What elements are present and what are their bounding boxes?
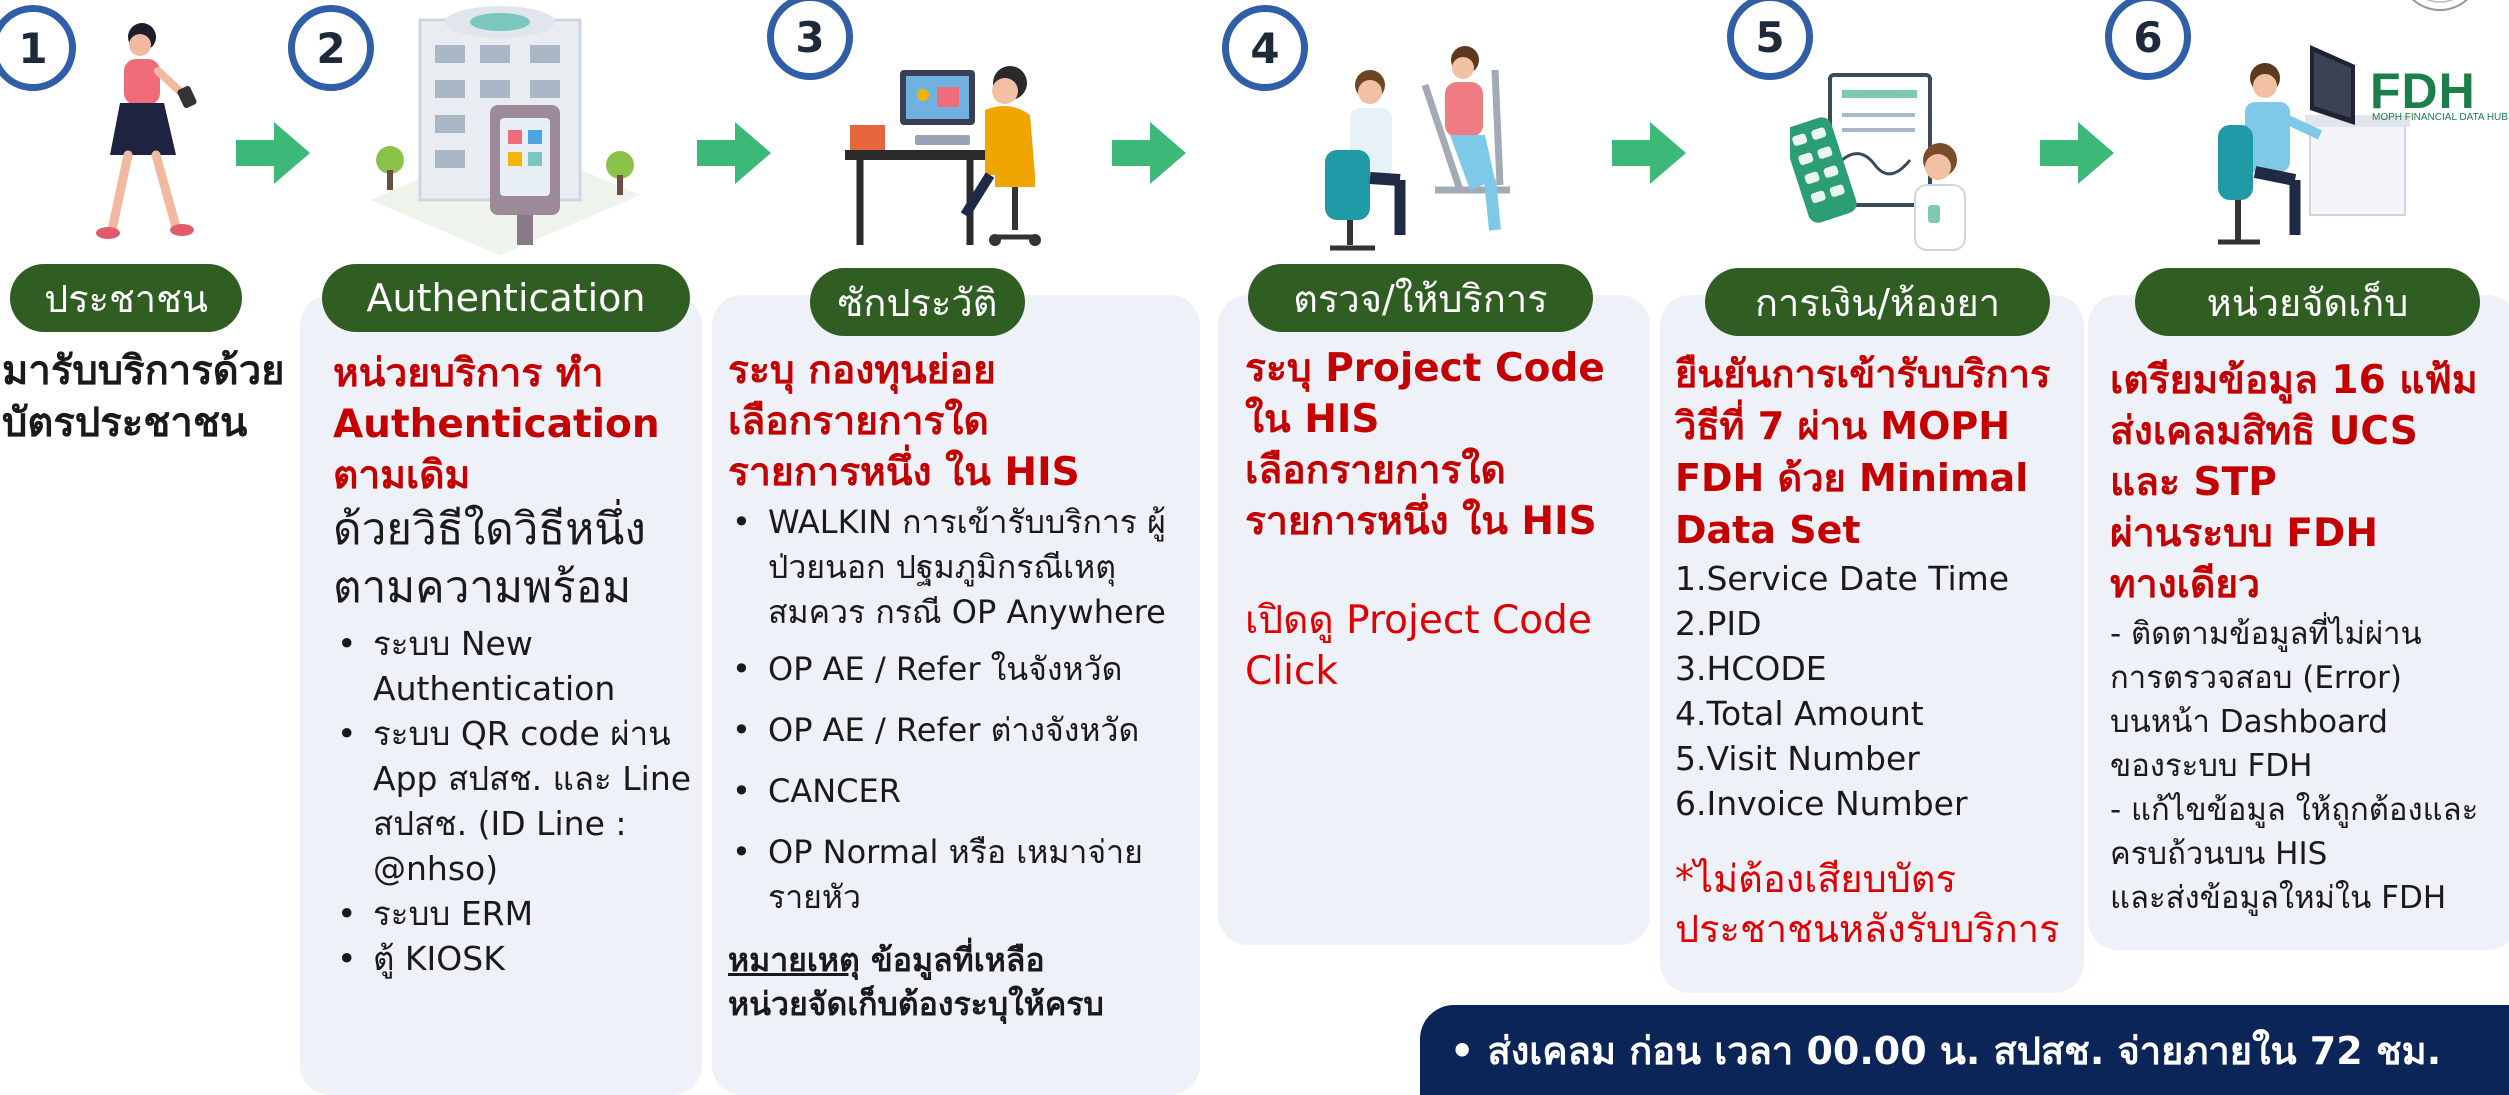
step-4-card <box>1218 295 1650 945</box>
doctor-patient-illustration <box>1325 46 1510 251</box>
list-item: ตู้ KIOSK <box>333 936 698 981</box>
step-3-number: 3 <box>767 0 853 80</box>
list-item: 3.HCODE <box>1675 649 1827 688</box>
pharmacy-illustration <box>1790 73 1966 251</box>
list-item: 1.Service Date Time <box>1675 559 2010 598</box>
step-4-label: ตรวจ/ให้บริการ <box>1248 264 1593 332</box>
walking-person-illustration <box>96 23 197 239</box>
list-item: 6.Invoice Number <box>1675 784 1968 823</box>
ministry-seal-icon <box>2412 0 2468 11</box>
step-3-note: หมายเหตุ ข้อมูลที่เหลือ หน่วยจัดเก็บต้อง… <box>728 941 1104 1023</box>
step-2-label: Authentication <box>322 264 690 332</box>
step-2-content: หน่วยบริการ ทำ Authentication ตามเดิม ด้… <box>333 348 698 981</box>
list-item: OP AE / Refer ในจังหวัด <box>728 647 1190 692</box>
list-item: ระบบ QR code ผ่าน App สปสช. และ Line สปส… <box>333 711 698 891</box>
list-item: 2.PID <box>1675 604 1762 643</box>
step-6-number: 6 <box>2105 0 2191 80</box>
list-item: ระบบ ERM <box>333 891 698 936</box>
step-5-number: 5 <box>1727 0 1813 80</box>
claim-deadline-banner: • ส่งเคลม ก่อน เวลา 00.00 น. สปสช. จ่ายภ… <box>1420 1005 2509 1095</box>
list-item: ระบบ New Authentication <box>333 621 698 711</box>
fdh-logo-subtitle: MOPH FINANCIAL DATA HUB <box>2372 112 2508 123</box>
step-5-content: ยืนยันการเข้ารับบริการ วิธีที่ 7 ผ่าน MO… <box>1675 348 2080 954</box>
fdh-logo: FDH <box>2370 63 2476 119</box>
desk-worker-illustration <box>845 66 1041 246</box>
step-1-description: มารับบริการด้วย บัตรประชาชน <box>2 348 285 446</box>
step-5-label: การเงิน/ห้องยา <box>1705 268 2050 336</box>
list-item: 5.Visit Number <box>1675 739 1920 778</box>
step-3-content: ระบุ กองทุนย่อย เลือกรายการใด รายการหนึ่… <box>728 345 1190 1026</box>
arrow-right-icon <box>697 122 771 184</box>
project-code-link[interactable]: เปิดดู Project Code Click <box>1245 598 1592 694</box>
list-item: OP AE / Refer ต่างจังหวัด <box>728 708 1190 753</box>
step-6-card <box>2088 295 2509 950</box>
step-3-label: ซักประวัติ <box>810 268 1025 336</box>
arrow-right-icon <box>1612 122 1686 184</box>
step-6-content: เตรียมข้อมูล 16 แฟ้ม ส่งเคลมสิทธิ UCS แล… <box>2110 358 2479 916</box>
step-1-number: 1 <box>0 5 76 91</box>
hospital-kiosk-illustration <box>370 6 640 255</box>
arrow-right-icon <box>1112 122 1186 184</box>
list-item: 4.Total Amount <box>1675 694 1924 733</box>
arrow-right-icon <box>236 122 310 184</box>
step-3-card <box>712 295 1200 1095</box>
list-item: CANCER <box>728 769 1190 814</box>
step-1-label: ประชาชน <box>10 264 242 332</box>
step-5-warning: *ไม่ต้องเสียบบัตร ประชาชนหลังรับบริการ <box>1675 857 2060 951</box>
fdh-operator-illustration <box>2218 45 2410 245</box>
step-6-label: หน่วยจัดเก็บ <box>2135 268 2480 336</box>
arrow-right-icon <box>2040 122 2114 184</box>
list-item: OP Normal หรือ เหมาจ่ายรายหัว <box>728 830 1190 920</box>
step-5-card <box>1660 295 2084 993</box>
step-2-number: 2 <box>288 5 374 91</box>
step-4-content: ระบุ Project Code ใน HIS เลือกรายการใด ร… <box>1245 343 1640 697</box>
step-4-number: 4 <box>1222 5 1308 91</box>
list-item: WALKIN การเข้ารับบริการ ผู้ป่วยนอก ปฐมภู… <box>728 500 1190 635</box>
